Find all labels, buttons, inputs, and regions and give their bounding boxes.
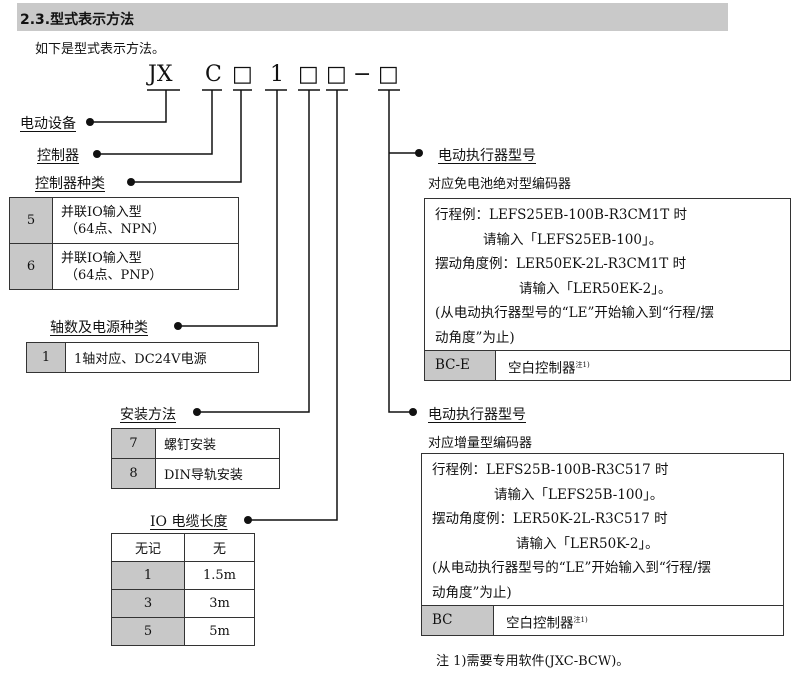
- example-line: 动角度”为止): [432, 584, 512, 601]
- example-line: 动角度”为止): [435, 329, 515, 346]
- mount-desc: 螺钉安装: [155, 428, 280, 459]
- label-controller: 控制器: [37, 148, 79, 164]
- cable-length: 1.5m: [184, 561, 255, 590]
- type-desc: 并联IO输入型: [61, 250, 142, 266]
- mount-code: 8: [111, 458, 156, 489]
- option-desc: 空白控制器: [508, 360, 576, 377]
- label-mounting: 安装方法: [120, 407, 176, 423]
- label-actuator-model: 电动执行器型号: [438, 148, 536, 164]
- inc-encoder-box: 行程例：LEFS25B-100B-R3C517 时 请输入「LEFS25B-10…: [421, 453, 784, 636]
- note-ref: 注1): [573, 616, 588, 624]
- option-code: BC: [422, 606, 494, 635]
- label-controller-type: 控制器种类: [35, 176, 105, 192]
- type-detail: （64点、PNP）: [65, 267, 163, 283]
- cable-code: 1: [111, 561, 185, 590]
- mount-desc: DIN导轨安装: [155, 458, 280, 489]
- cable-code: 3: [111, 589, 185, 618]
- axis-desc: 1轴对应、DC24V电源: [65, 342, 259, 373]
- code-box-4: □: [378, 62, 399, 87]
- example-line: 请输入「LEFS25B-100」。: [494, 486, 664, 503]
- example-line: (从电动执行器型号的“LE”开始输入到“行程/摆: [435, 305, 714, 321]
- note-ref: 注1): [575, 361, 590, 369]
- label-io-cable: IO 电缆长度: [150, 514, 228, 530]
- label-actuator-model-2: 电动执行器型号: [428, 407, 526, 423]
- table-row: BC 空白控制器注1): [422, 605, 783, 635]
- table-row: 无记无: [111, 533, 255, 562]
- example-line: 行程例：LEFS25EB-100B-R3CM1T 时: [435, 207, 687, 223]
- code-box-1: □: [232, 62, 253, 87]
- table-row: 5 并联IO输入型（64点、NPN）: [9, 197, 239, 244]
- type-code: 5: [9, 197, 53, 244]
- axis-code: 1: [26, 342, 66, 373]
- cable-length: 5m: [184, 617, 255, 646]
- example-line: (从电动执行器型号的“LE”开始输入到“行程/摆: [432, 560, 711, 576]
- section-title: 2.3.型式表示方法: [20, 12, 135, 28]
- type-code: 6: [9, 243, 53, 290]
- option-desc: 空白控制器: [506, 615, 574, 632]
- type-detail: （64点、NPN）: [65, 221, 166, 237]
- example-line: 请输入「LER50EK-2」。: [519, 280, 672, 297]
- intro-text: 如下是型式表示方法。: [35, 42, 166, 57]
- type-desc: 并联IO输入型: [61, 204, 142, 220]
- example-line: 请输入「LER50K-2」。: [516, 535, 659, 552]
- example-line: 行程例：LEFS25B-100B-R3C517 时: [432, 462, 669, 478]
- bullet-dots: [86, 118, 423, 524]
- cable-code: 5: [111, 617, 185, 646]
- label-axis-power: 轴数及电源种类: [50, 320, 148, 336]
- table-row: 6 并联IO输入型（64点、PNP）: [9, 243, 239, 290]
- cable-length: 3m: [184, 589, 255, 618]
- code-jx: JX: [148, 62, 173, 87]
- example-line: 摆动角度例：LER50EK-2L-R3CM1T 时: [435, 256, 687, 272]
- label-device: 电动设备: [20, 116, 76, 132]
- example-line: 请输入「LEFS25EB-100」。: [483, 231, 663, 248]
- abs-encoder-caption: 对应免电池绝对型编码器: [428, 177, 572, 192]
- inc-encoder-caption: 对应增量型编码器: [428, 436, 533, 451]
- footnote: 注 1)需要专用软件(JXC-BCW)。: [436, 654, 630, 669]
- mount-code: 7: [111, 428, 156, 459]
- code-dash: −: [353, 62, 372, 87]
- option-code: BC-E: [425, 351, 496, 380]
- code-c: C: [205, 62, 222, 87]
- cable-length: 无: [184, 533, 255, 562]
- cable-code: 无记: [111, 533, 185, 562]
- section-header: 2.3.型式表示方法: [17, 3, 728, 31]
- code-box-3: □: [326, 62, 347, 87]
- code-1: 1: [270, 62, 284, 87]
- code-box-2: □: [298, 62, 319, 87]
- table-row: BC-E 空白控制器注1): [425, 350, 790, 380]
- abs-encoder-box: 行程例：LEFS25EB-100B-R3CM1T 时 请输入「LEFS25EB-…: [424, 198, 791, 381]
- example-line: 摆动角度例：LER50K-2L-R3C517 时: [432, 511, 668, 527]
